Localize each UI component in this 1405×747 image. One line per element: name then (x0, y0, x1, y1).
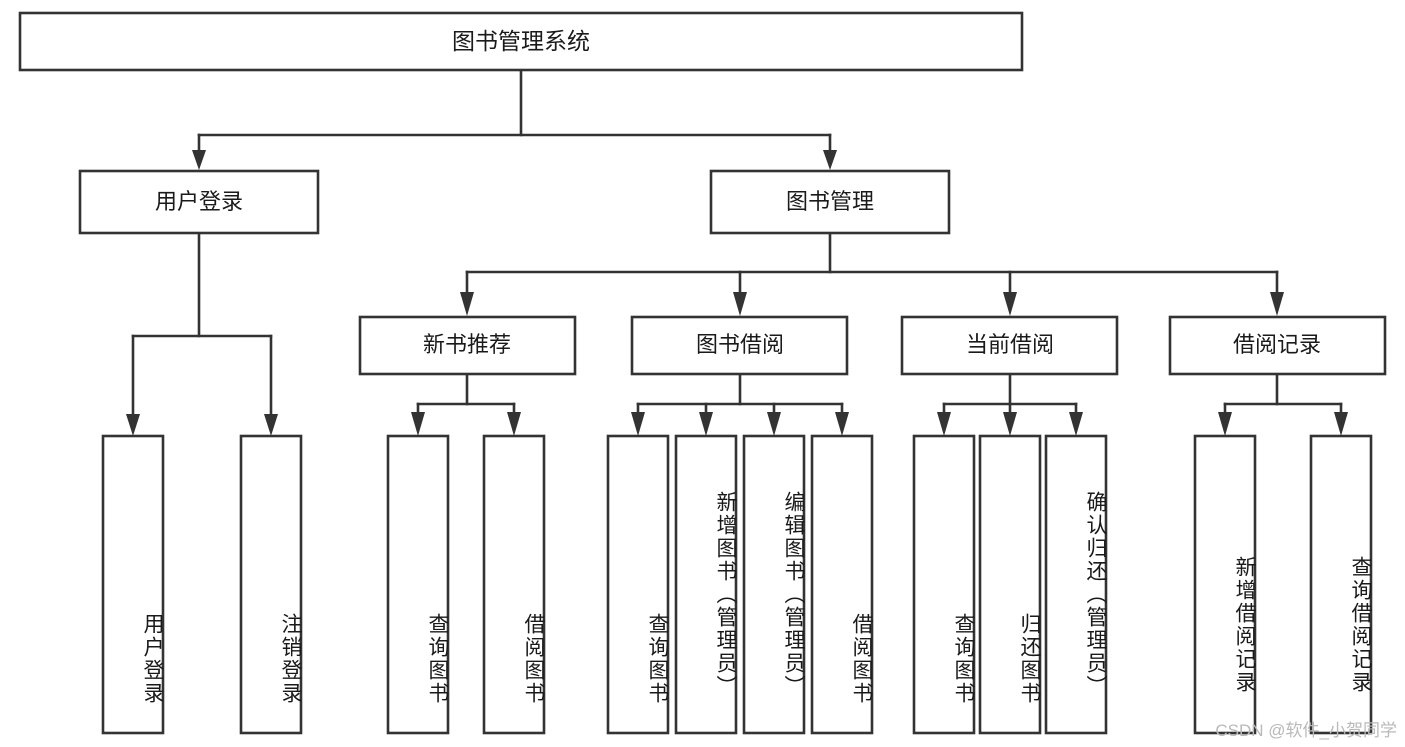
node-leaf-logout-login-box[interactable] (239, 434, 303, 735)
node-book-management[interactable]: 图书管理 (709, 169, 951, 235)
connectors-borrow-record-to-leaves (1218, 373, 1348, 436)
arrow-head-leaf-query-book-3 (937, 412, 951, 436)
arrow-head-leaf-add-book (699, 412, 713, 436)
arrow-head-leaf-logout-login (264, 414, 278, 436)
node-leaf-user-login-box[interactable] (101, 434, 165, 735)
node-new-book-recommend-label: 新书推荐 (423, 332, 511, 357)
node-leaf-add-book-box[interactable] (674, 434, 738, 735)
arrow-head-user-login (192, 150, 206, 170)
arrow-head-leaf-borrow-book-1 (507, 412, 521, 436)
node-leaf-query-book-3-box[interactable] (912, 434, 976, 735)
node-book-management-box[interactable] (709, 169, 951, 235)
node-user-login-box[interactable] (78, 169, 320, 235)
node-root[interactable]: 图书管理系统 (18, 11, 1024, 72)
connectors-root-to-level2 (192, 68, 837, 170)
connectors-book-borrow-to-leaves (631, 373, 849, 436)
node-leaf-query-record-box[interactable] (1309, 434, 1373, 735)
node-current-borrow-box[interactable] (900, 315, 1119, 376)
arrow-head-leaf-add-record (1218, 412, 1232, 436)
node-leaf-add-record-box[interactable] (1193, 434, 1257, 735)
leaf-boxes (101, 434, 1373, 735)
node-book-borrow-label: 图书借阅 (696, 332, 784, 357)
node-root-label: 图书管理系统 (452, 28, 590, 54)
node-leaf-return-book-box[interactable] (978, 434, 1042, 735)
arrow-head-leaf-return-book (1003, 412, 1017, 436)
node-leaf-borrow-book-1-box[interactable] (482, 434, 546, 735)
connectors-new-book-recommend-to-leaves (411, 373, 521, 436)
arrow-head-borrow-record (1270, 292, 1284, 316)
node-borrow-record[interactable]: 借阅记录 (1168, 315, 1387, 376)
arrow-head-leaf-confirm-return (1069, 412, 1083, 436)
node-user-login[interactable]: 用户登录 (78, 169, 320, 235)
connectors-current-borrow-to-leaves (937, 373, 1083, 436)
node-borrow-record-label: 借阅记录 (1233, 332, 1321, 357)
node-leaf-query-book-1-box[interactable] (386, 434, 450, 735)
node-book-borrow-box[interactable] (630, 315, 849, 376)
node-borrow-record-box[interactable] (1168, 315, 1387, 376)
connectors-book-management-to-level3 (460, 232, 1284, 316)
node-root-box[interactable] (18, 11, 1024, 72)
node-new-book-recommend-box[interactable] (358, 315, 577, 376)
arrow-head-book-management (823, 150, 837, 170)
node-current-borrow[interactable]: 当前借阅 (900, 315, 1119, 376)
node-new-book-recommend[interactable]: 新书推荐 (358, 315, 577, 376)
node-book-management-label: 图书管理 (786, 189, 874, 214)
arrow-head-current-borrow (1003, 292, 1017, 316)
arrow-head-leaf-user-login (126, 414, 140, 436)
node-user-login-label: 用户登录 (155, 189, 243, 214)
watermark-text: CSDN @软件_小贺同学 (1215, 721, 1397, 740)
arrow-head-leaf-query-book-2 (631, 412, 645, 436)
node-book-borrow[interactable]: 图书借阅 (630, 315, 849, 376)
arrow-head-leaf-query-book-1 (411, 412, 425, 436)
arrow-head-leaf-query-record (1334, 412, 1348, 436)
arrow-head-leaf-borrow-book-2 (835, 412, 849, 436)
arrow-head-book-borrow (733, 292, 747, 316)
node-leaf-edit-book-box[interactable] (742, 434, 806, 735)
connectors-user-login-to-leaves (126, 232, 278, 436)
arrow-head-leaf-edit-book (767, 412, 781, 436)
node-leaf-confirm-return-box[interactable] (1044, 434, 1108, 735)
node-leaf-borrow-book-2-box[interactable] (810, 434, 874, 735)
node-leaf-query-book-2-box[interactable] (606, 434, 670, 735)
arrow-head-new-book-recommend (460, 292, 474, 316)
node-current-borrow-label: 当前借阅 (966, 332, 1054, 357)
